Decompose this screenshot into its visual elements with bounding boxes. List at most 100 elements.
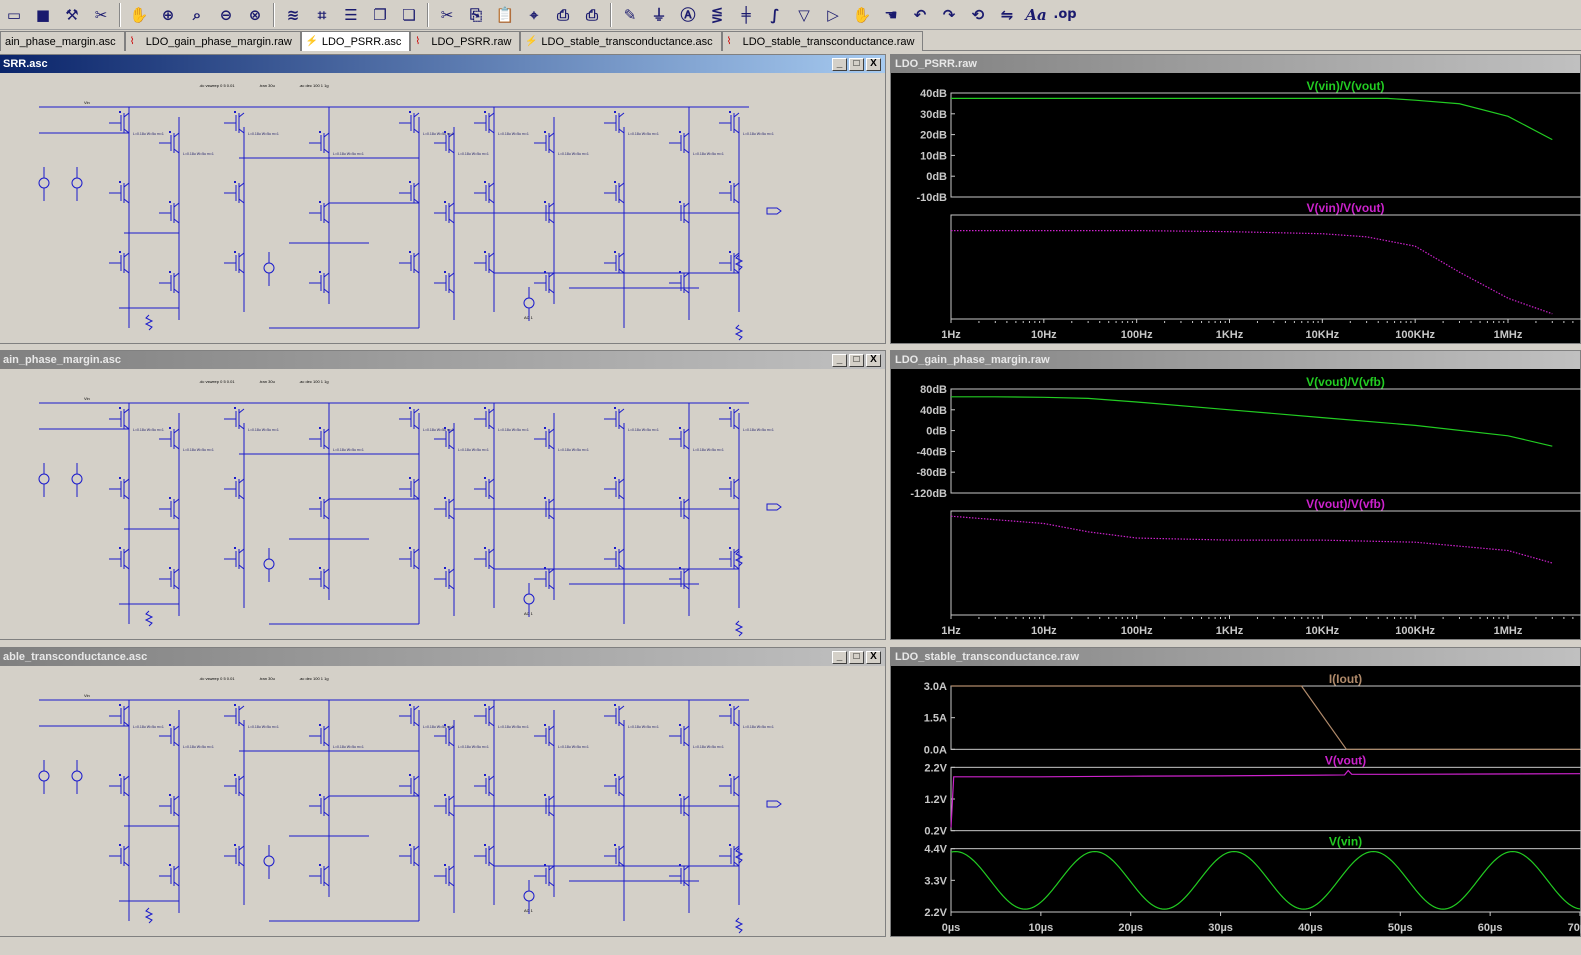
title-bar[interactable]: LDO_gain_phase_margin.raw xyxy=(891,351,1580,369)
minimize-button[interactable]: _ xyxy=(832,353,847,367)
minimize-button[interactable]: _ xyxy=(832,650,847,664)
plot-pane[interactable] xyxy=(950,510,1581,616)
zoom-cancel-icon: ⊗ xyxy=(248,5,262,24)
move-hand-button[interactable]: ✋ xyxy=(848,2,876,28)
rotate-button[interactable]: ⟲ xyxy=(964,2,992,28)
capacitor-button[interactable]: ╪ xyxy=(732,2,760,28)
zoom-full-button[interactable]: ⌕ xyxy=(183,2,211,28)
drag-hand-button[interactable]: ☚ xyxy=(877,2,905,28)
schematic-window-gain-phase[interactable]: ain_phase_margin.asc _□X .dc vsweep 0 5 … xyxy=(0,350,886,640)
schematic-canvas[interactable]: .dc vsweep 0 5 0.01.tran 30u.ac dec 100 … xyxy=(0,73,885,343)
print-setup-button[interactable]: ⎙ xyxy=(549,2,577,28)
plot-pane[interactable] xyxy=(950,388,1581,494)
title-bar[interactable]: LDO_PSRR.raw xyxy=(891,55,1580,73)
maximize-button[interactable]: □ xyxy=(849,353,864,367)
zoom-cancel-button[interactable]: ⊗ xyxy=(241,2,269,28)
find-button[interactable]: ⌖ xyxy=(520,2,548,28)
tile-horizontal-button[interactable]: ☰ xyxy=(337,2,365,28)
svg-text:L=0.18u W=5u m=1: L=0.18u W=5u m=1 xyxy=(333,152,364,156)
tile-vertical-button[interactable]: ❏ xyxy=(395,2,423,28)
tab-ldo-gain-phase-margin-raw[interactable]: ⌇LDO_gain_phase_margin.raw xyxy=(124,31,301,51)
save-button[interactable]: ■ xyxy=(29,2,57,28)
tab-label: LDO_PSRR.raw xyxy=(431,35,512,48)
plot-pane[interactable] xyxy=(950,214,1581,320)
diode-button[interactable]: ▽ xyxy=(790,2,818,28)
schematic-canvas[interactable]: .dc vsweep 0 5 0.01.tran 30u.ac dec 100 … xyxy=(0,369,885,639)
schematic-canvas[interactable]: .dc vsweep 0 5 0.01.tran 30u.ac dec 100 … xyxy=(0,666,885,936)
mirror-button[interactable]: ⇋ xyxy=(993,2,1021,28)
tab-ldo-stable-transconductance-raw[interactable]: ⌇LDO_stable_transconductance.raw xyxy=(721,31,924,51)
toolbar-separator xyxy=(427,2,429,27)
trace-line[interactable] xyxy=(951,230,1553,315)
trace-label[interactable]: V(vout)/V(vfb) xyxy=(1306,497,1385,511)
title-bar[interactable]: able_transconductance.asc _□X xyxy=(0,648,885,666)
schematic-window-stable[interactable]: able_transconductance.asc _□X .dc vsweep… xyxy=(0,647,886,937)
close-button[interactable]: X xyxy=(866,650,881,664)
x-tick-label: 10KHz xyxy=(1306,329,1340,341)
text-button[interactable]: Aa xyxy=(1022,2,1050,28)
title-bar[interactable]: ain_phase_margin.asc _□X xyxy=(0,351,885,369)
schematic-window-psrr[interactable]: SRR.asc _□X .dc vsweep 0 5 0.01.tran 30u… xyxy=(0,54,886,344)
plot-pane[interactable] xyxy=(950,685,1581,750)
diode-icon: ▽ xyxy=(798,5,810,24)
title-bar[interactable]: SRR.asc _□X xyxy=(0,55,885,73)
tab-ldo-psrr-asc[interactable]: ⚡LDO_PSRR.asc xyxy=(300,31,411,51)
redo-button[interactable]: ↷ xyxy=(935,2,963,28)
trace-label[interactable]: V(vin)/V(vout) xyxy=(1307,201,1385,215)
autorange-button[interactable]: ≋ xyxy=(279,2,307,28)
tab-ain-phase-margin-asc[interactable]: ain_phase_margin.asc xyxy=(0,31,125,51)
print-button[interactable]: ⎙ xyxy=(578,2,606,28)
minimize-button[interactable]: _ xyxy=(832,57,847,71)
inductor-button[interactable]: ∫ xyxy=(761,2,789,28)
trace-line[interactable] xyxy=(950,850,1581,910)
paste-button[interactable]: 📋 xyxy=(491,2,519,28)
close-button[interactable]: X xyxy=(866,57,881,71)
trace-line[interactable] xyxy=(951,396,1553,447)
spice-directive-button[interactable]: .op xyxy=(1051,2,1079,28)
pencil-button[interactable]: ✎ xyxy=(616,2,644,28)
tab-ldo-stable-transconductance-asc[interactable]: ⚡LDO_stable_transconductance.asc xyxy=(520,31,722,51)
undo-button[interactable]: ↶ xyxy=(906,2,934,28)
x-tick-label: 100KHz xyxy=(1395,625,1435,637)
zoom-in-button[interactable]: ⊕ xyxy=(154,2,182,28)
trace-label[interactable]: V(vin)/V(vout) xyxy=(1307,79,1385,93)
cascade-button[interactable]: ❐ xyxy=(366,2,394,28)
trace-label[interactable]: V(vout)/V(vfb) xyxy=(1306,375,1385,389)
close-button[interactable]: X xyxy=(866,353,881,367)
copy-button[interactable]: ⎘ xyxy=(462,2,490,28)
tab-ldo-psrr-raw[interactable]: ⌇LDO_PSRR.raw xyxy=(410,31,521,51)
ground-button[interactable]: ⏚ xyxy=(645,2,673,28)
component-button[interactable]: ▷ xyxy=(819,2,847,28)
title-bar[interactable]: LDO_stable_transconductance.raw xyxy=(891,648,1580,666)
maximize-button[interactable]: □ xyxy=(849,650,864,664)
plot-pane[interactable] xyxy=(950,848,1581,913)
waveform-button[interactable]: ⌗ xyxy=(308,2,336,28)
trace-label[interactable]: V(vin) xyxy=(1329,835,1362,849)
zoom-out-button[interactable]: ⊖ xyxy=(212,2,240,28)
trace-line[interactable] xyxy=(951,97,1553,141)
svg-text:.tran 30u: .tran 30u xyxy=(259,379,275,384)
trace-label[interactable]: V(vout) xyxy=(1325,753,1366,767)
trace-line[interactable] xyxy=(951,685,1580,750)
plot-canvas[interactable]: 0µs10µs20µs30µs40µs50µs60µs70µsI(Iout)3.… xyxy=(891,666,1581,936)
open-button[interactable]: ▭ xyxy=(0,2,28,28)
pan-hand-button[interactable]: ✋ xyxy=(125,2,153,28)
maximize-button[interactable]: □ xyxy=(849,57,864,71)
plot-pane[interactable] xyxy=(950,92,1581,198)
trace-line[interactable] xyxy=(950,515,1553,564)
svg-text:L=0.18u W=5u m=1: L=0.18u W=5u m=1 xyxy=(133,132,164,136)
hammer-button[interactable]: ⚒ xyxy=(58,2,86,28)
run-button[interactable]: ✂ xyxy=(87,2,115,28)
trace-label[interactable]: I(Iout) xyxy=(1329,672,1362,686)
cut-button[interactable]: ✂ xyxy=(433,2,461,28)
label-button[interactable]: Ⓐ xyxy=(674,2,702,28)
trace-line[interactable] xyxy=(950,769,1581,828)
x-tick-label: 40µs xyxy=(1298,922,1323,934)
resistor-button[interactable]: ⋚ xyxy=(703,2,731,28)
